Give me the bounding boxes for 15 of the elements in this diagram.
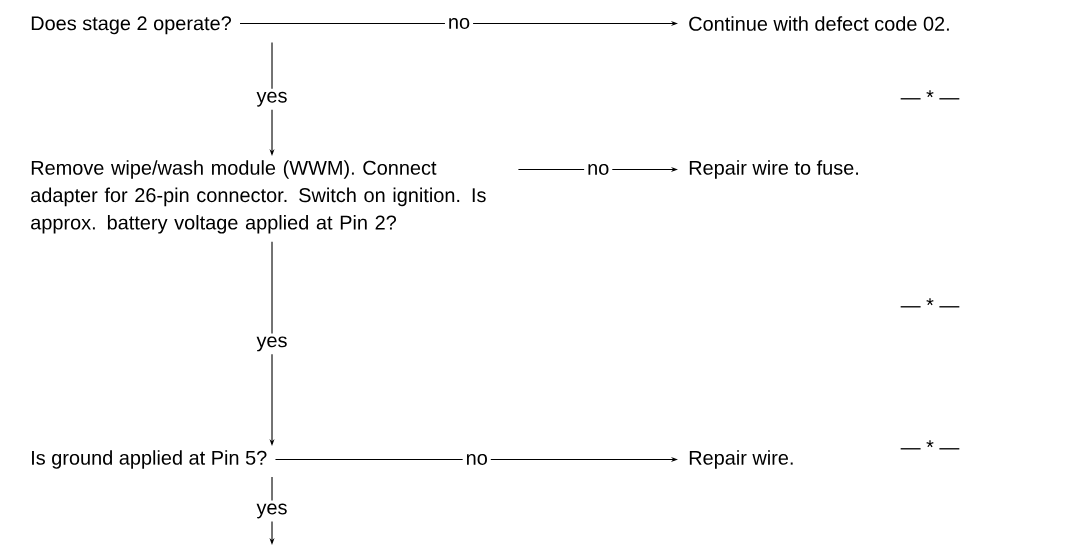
end-mark: — * —: [900, 440, 960, 450]
question-text: Repair wire.: [689, 450, 793, 469]
edge-label: no: [584, 161, 613, 178]
edge-label: yes: [253, 500, 291, 522]
question-text: Is ground applied at Pin 5?: [32, 450, 267, 469]
edge-label: yes: [253, 88, 291, 110]
question-text: Continue with defect code 02.: [689, 16, 949, 31]
question-text: Repair wire to fuse.: [689, 160, 858, 179]
edge-label: yes: [253, 333, 291, 355]
question-text: Does stage 2 operate?: [31, 16, 232, 35]
edge-label: no: [462, 451, 491, 468]
question-text: Remove wipe/wash module (WWM). Connect adapter for 26-pin connector. Switch on ignition. Is approx. battery voltage applied at Pin 2?: [31, 160, 486, 234]
end-mark: — * —: [900, 298, 960, 308]
end-mark: — * —: [900, 90, 960, 100]
edge-label: no: [444, 15, 474, 32]
